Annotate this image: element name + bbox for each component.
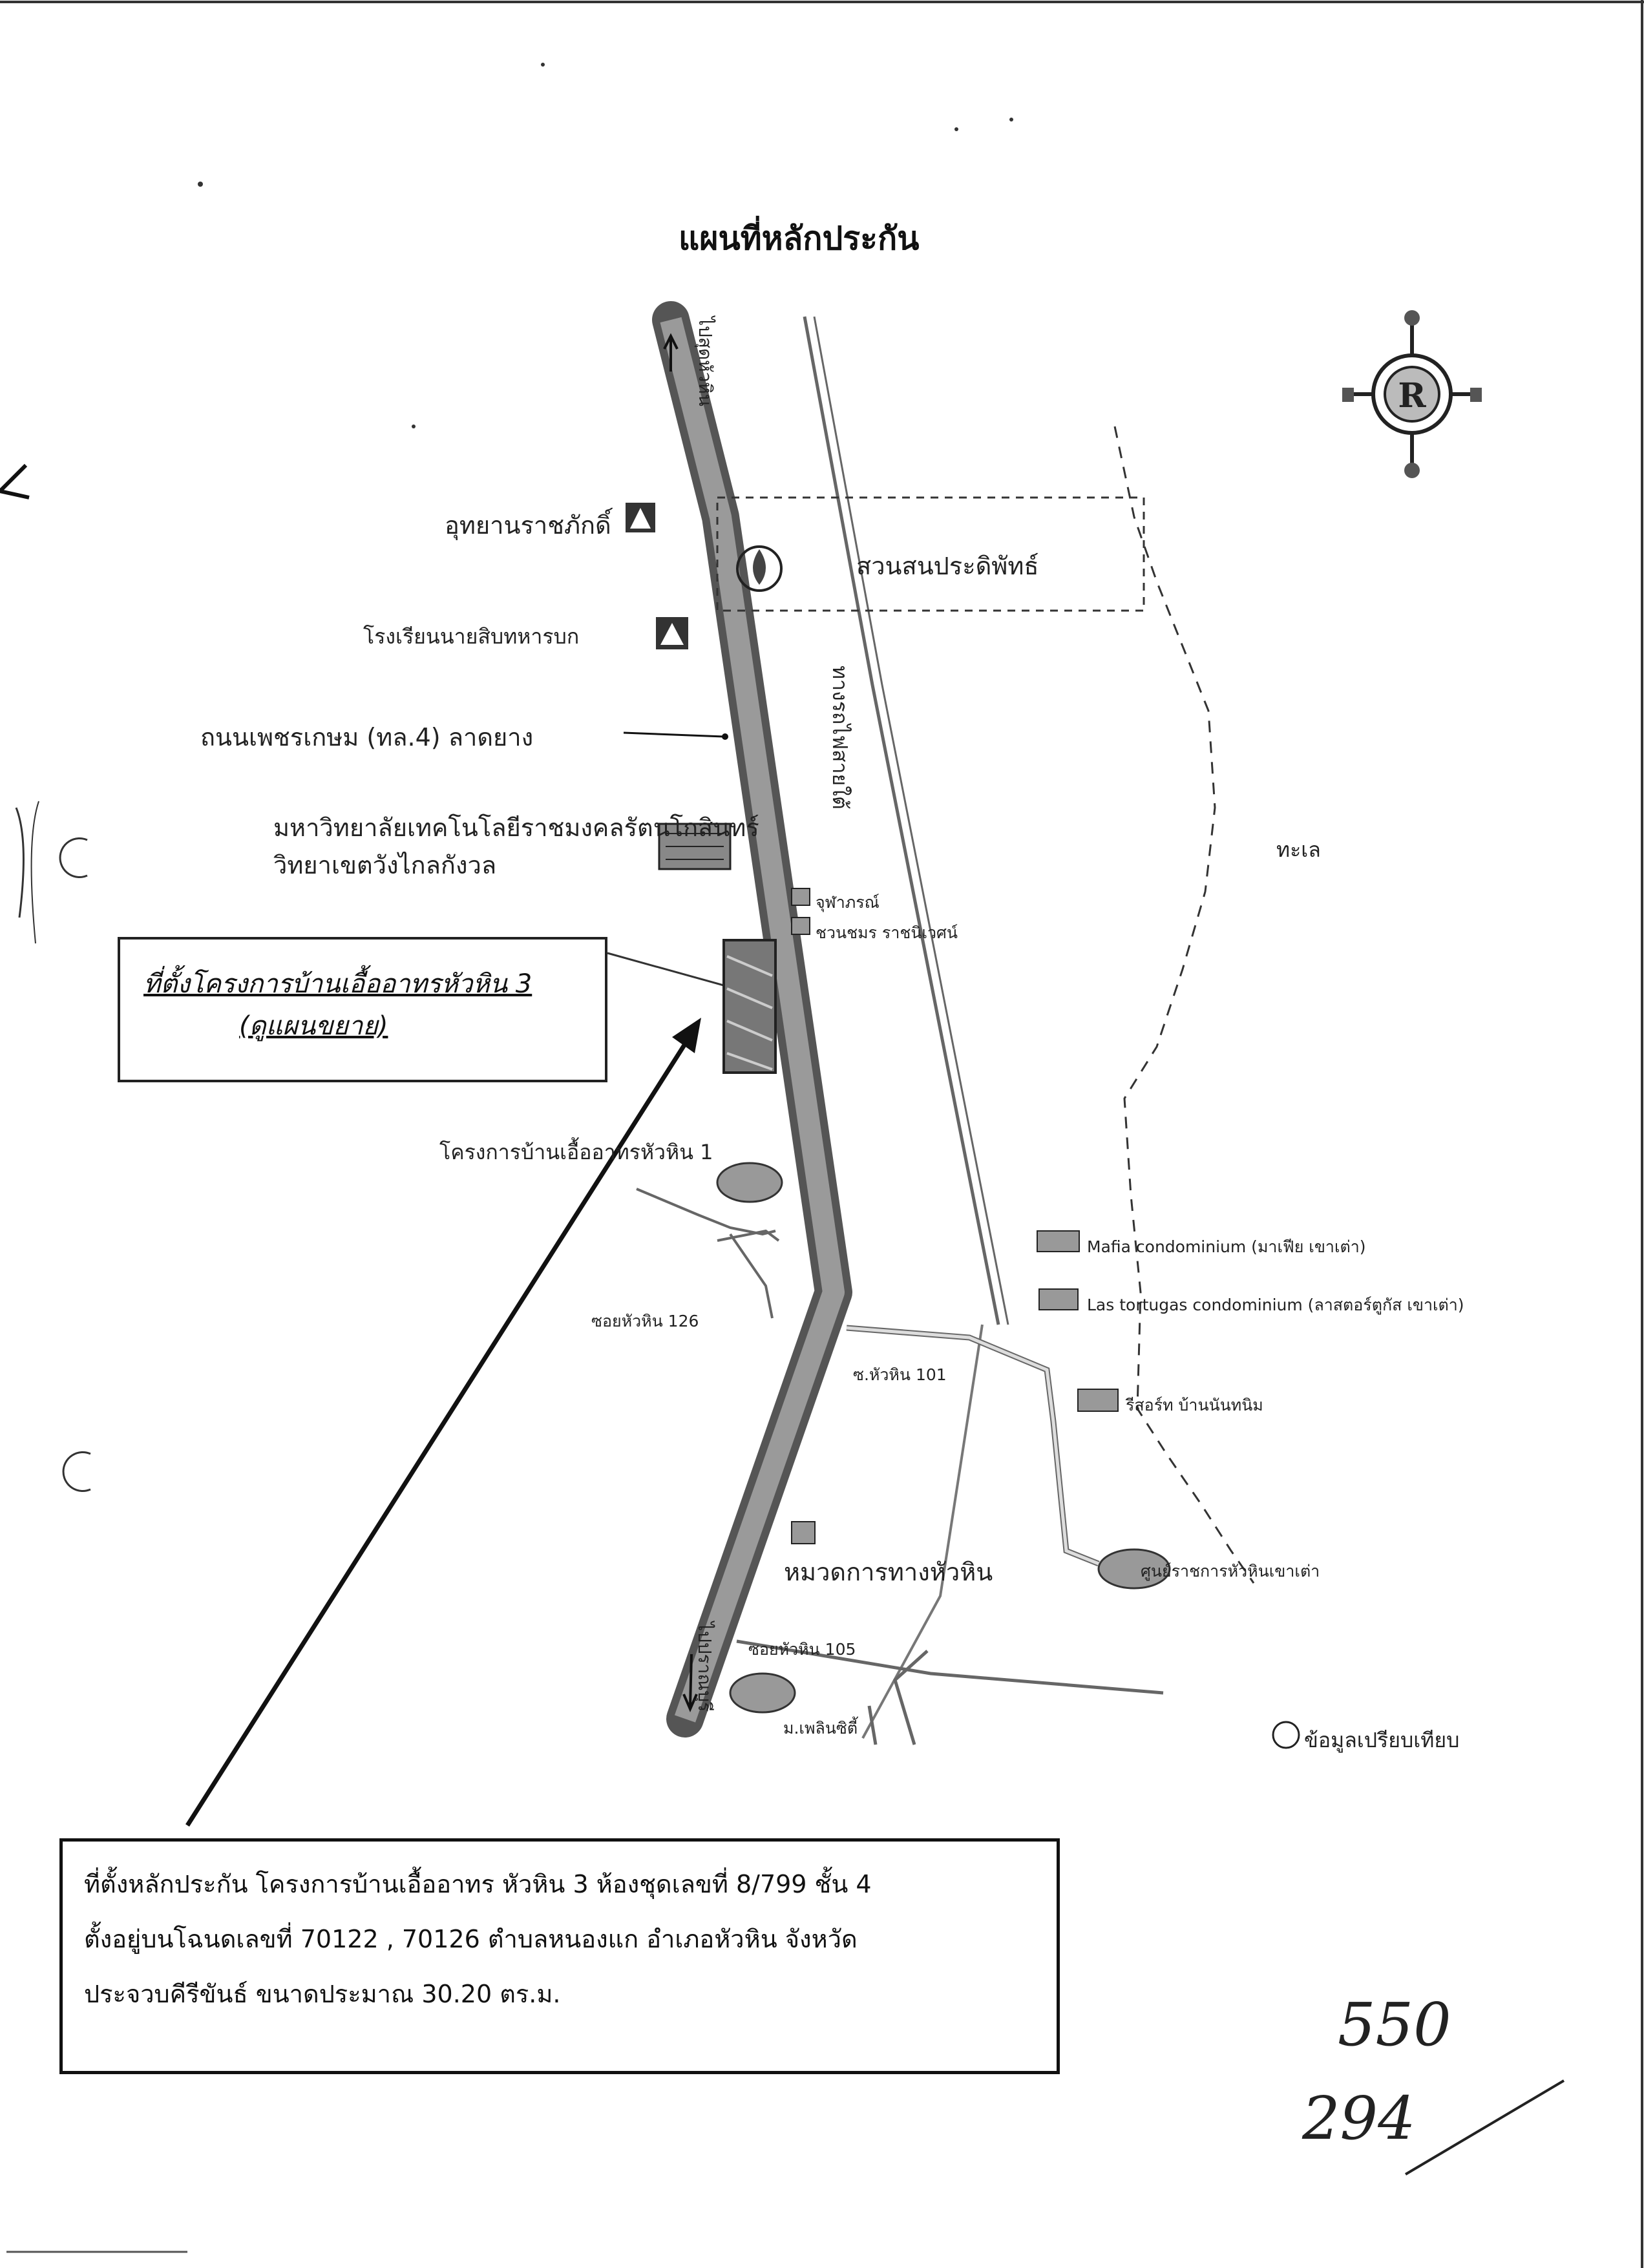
collateral-info-box: [59, 1838, 1060, 2074]
handwritten-number-bottom: 294: [1302, 2084, 1416, 2153]
mafia-condo-label: Mafia condominium (มาเฟีย เขาเต่า): [1087, 1237, 1366, 1256]
park-label: สวนสนประดิพัทธ์: [856, 552, 1039, 580]
udyan-label: อุทยานราชภักดิ์: [445, 511, 611, 540]
university-label-2: วิทยาเขตวังไกลกังวล: [273, 851, 497, 879]
soi-105-label: ซอยหัวหิน 105: [748, 1640, 856, 1659]
baan-1-label: โครงการบ้านเอื้ออาทรหัวหิน 1: [439, 1140, 713, 1164]
sea-label: ทะเล: [1276, 837, 1321, 862]
building-b-label: ชวนชมร ราชนิเวศน์: [816, 923, 958, 942]
soi-101-label: ซ.หัวหิน 101: [853, 1365, 947, 1384]
svg-text:R: R: [1398, 376, 1426, 415]
info-line-3: ประจวบคีรีขันธ์ ขนาดประมาณ 30.20 ตร.ม.: [84, 1980, 561, 2008]
soi-126-label: ซอยหัวหิน 126: [591, 1312, 699, 1330]
compass-rose-icon: R: [1341, 304, 1483, 485]
railway-label: ทางรถไฟสายใต้: [828, 666, 852, 810]
road-label: ถนนเพชรเกษม (ทล.4) ลาดยาง: [200, 723, 534, 751]
building-a-label: จุฬาภรณ์: [816, 893, 880, 912]
project-location-label: ที่ตั้งโครงการบ้านเอื้ออาทรหัวหิน 3: [143, 969, 532, 999]
comparison-data-label: ข้อมูลเปรียบเทียบ: [1304, 1728, 1460, 1752]
coastline: [1113, 426, 1255, 1584]
highway-district-label: หมวดการทางหัวหิน: [784, 1558, 993, 1586]
baan-nanthaem-label: รีสอร์ท บ้านนันทนิม: [1126, 1396, 1263, 1414]
north-direction-label: ไปสุดหัวหิน: [695, 317, 716, 406]
info-line-1: ที่ตั้งหลักประกัน โครงการบ้านเอื้ออาทร ห…: [84, 1870, 872, 1898]
project-see-enlarged-label: (ดูแผนขยาย): [239, 1011, 388, 1041]
info-line-2: ตั้งอยู่บนโฉนดเลขที่ 70122 , 70126 ตำบลห…: [84, 1925, 858, 1953]
south-direction-label: ไปปราณบุรี: [694, 1622, 715, 1712]
project-location-box: [118, 937, 607, 1082]
map-title: แผนที่หลักประกัน: [679, 220, 920, 257]
park-area: [716, 496, 1145, 612]
handwritten-number-top: 550: [1338, 1990, 1451, 2059]
las-tortugas-label: Las tortugas condominium (ลาสตอร์ตูกัส เ…: [1087, 1296, 1464, 1314]
university-label-1: มหาวิทยาลัยเทคโนโลยีราชมงคลรัตนโกสินทร์: [273, 814, 759, 842]
government-center-label: ศูนย์ราชการหัวหินเขาเต่า: [1141, 1562, 1320, 1580]
railway-line: [803, 316, 1000, 1325]
nco-school-label: โรงเรียนนายสิบทหารบก: [363, 624, 580, 649]
village-label: ม.เพลินซิตี้: [783, 1719, 858, 1738]
